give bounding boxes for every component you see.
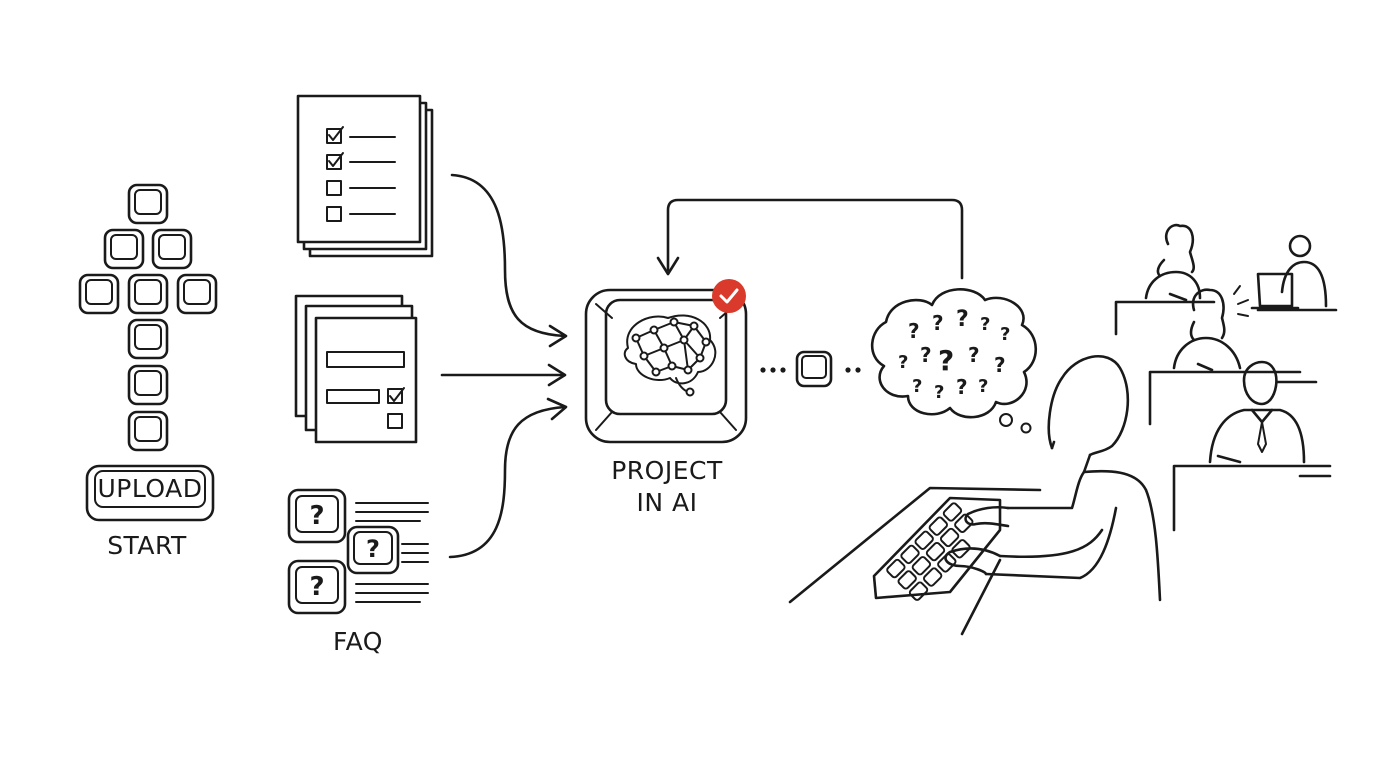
faq-key-question: ? (309, 572, 324, 602)
thought-question: ? (1000, 324, 1010, 345)
thought-question: ? (980, 314, 990, 335)
thought-question: ? (898, 352, 908, 373)
thought-cloud-icon: ? ? ? ? ? ? ? ? ? ? ? ? ? ? (870, 288, 1037, 434)
thought-question: ? (978, 376, 988, 397)
thought-question: ? (956, 375, 968, 399)
thought-question: ? (994, 353, 1006, 377)
audience-icon (1114, 223, 1338, 532)
check-badge-icon (712, 279, 746, 313)
brain-network-icon (623, 314, 717, 397)
start-label: START (107, 531, 187, 560)
feedback-arrow (656, 198, 964, 280)
project-label-line1: PROJECT (611, 456, 723, 485)
thought-question: ? (932, 311, 944, 335)
input-arrows (440, 173, 568, 559)
thought-question: ? (956, 307, 969, 332)
connector (760, 350, 861, 388)
thought-question: ? (938, 344, 954, 377)
form-document-icon (294, 294, 418, 444)
checklist-document-icon (296, 94, 434, 258)
faq-key-question: ? (366, 535, 380, 563)
thought-question: ? (908, 319, 920, 343)
faq-key-question: ? (309, 501, 324, 531)
project-label-line2: IN AI (637, 488, 698, 517)
thought-question: ? (968, 343, 980, 367)
keyboard-icon (872, 496, 1002, 603)
thought-question: ? (934, 382, 944, 403)
thought-question: ? (920, 343, 932, 367)
upload-key-label: UPLOAD (97, 474, 202, 503)
faq-label: FAQ (333, 627, 383, 656)
key-stack (78, 183, 218, 452)
ai-key (584, 288, 748, 444)
faq-keys-icon: ? ? ? (287, 488, 429, 615)
upload-key: UPLOAD (85, 464, 215, 522)
person-at-keyboard-icon (788, 354, 1162, 636)
thought-question: ? (912, 376, 922, 397)
